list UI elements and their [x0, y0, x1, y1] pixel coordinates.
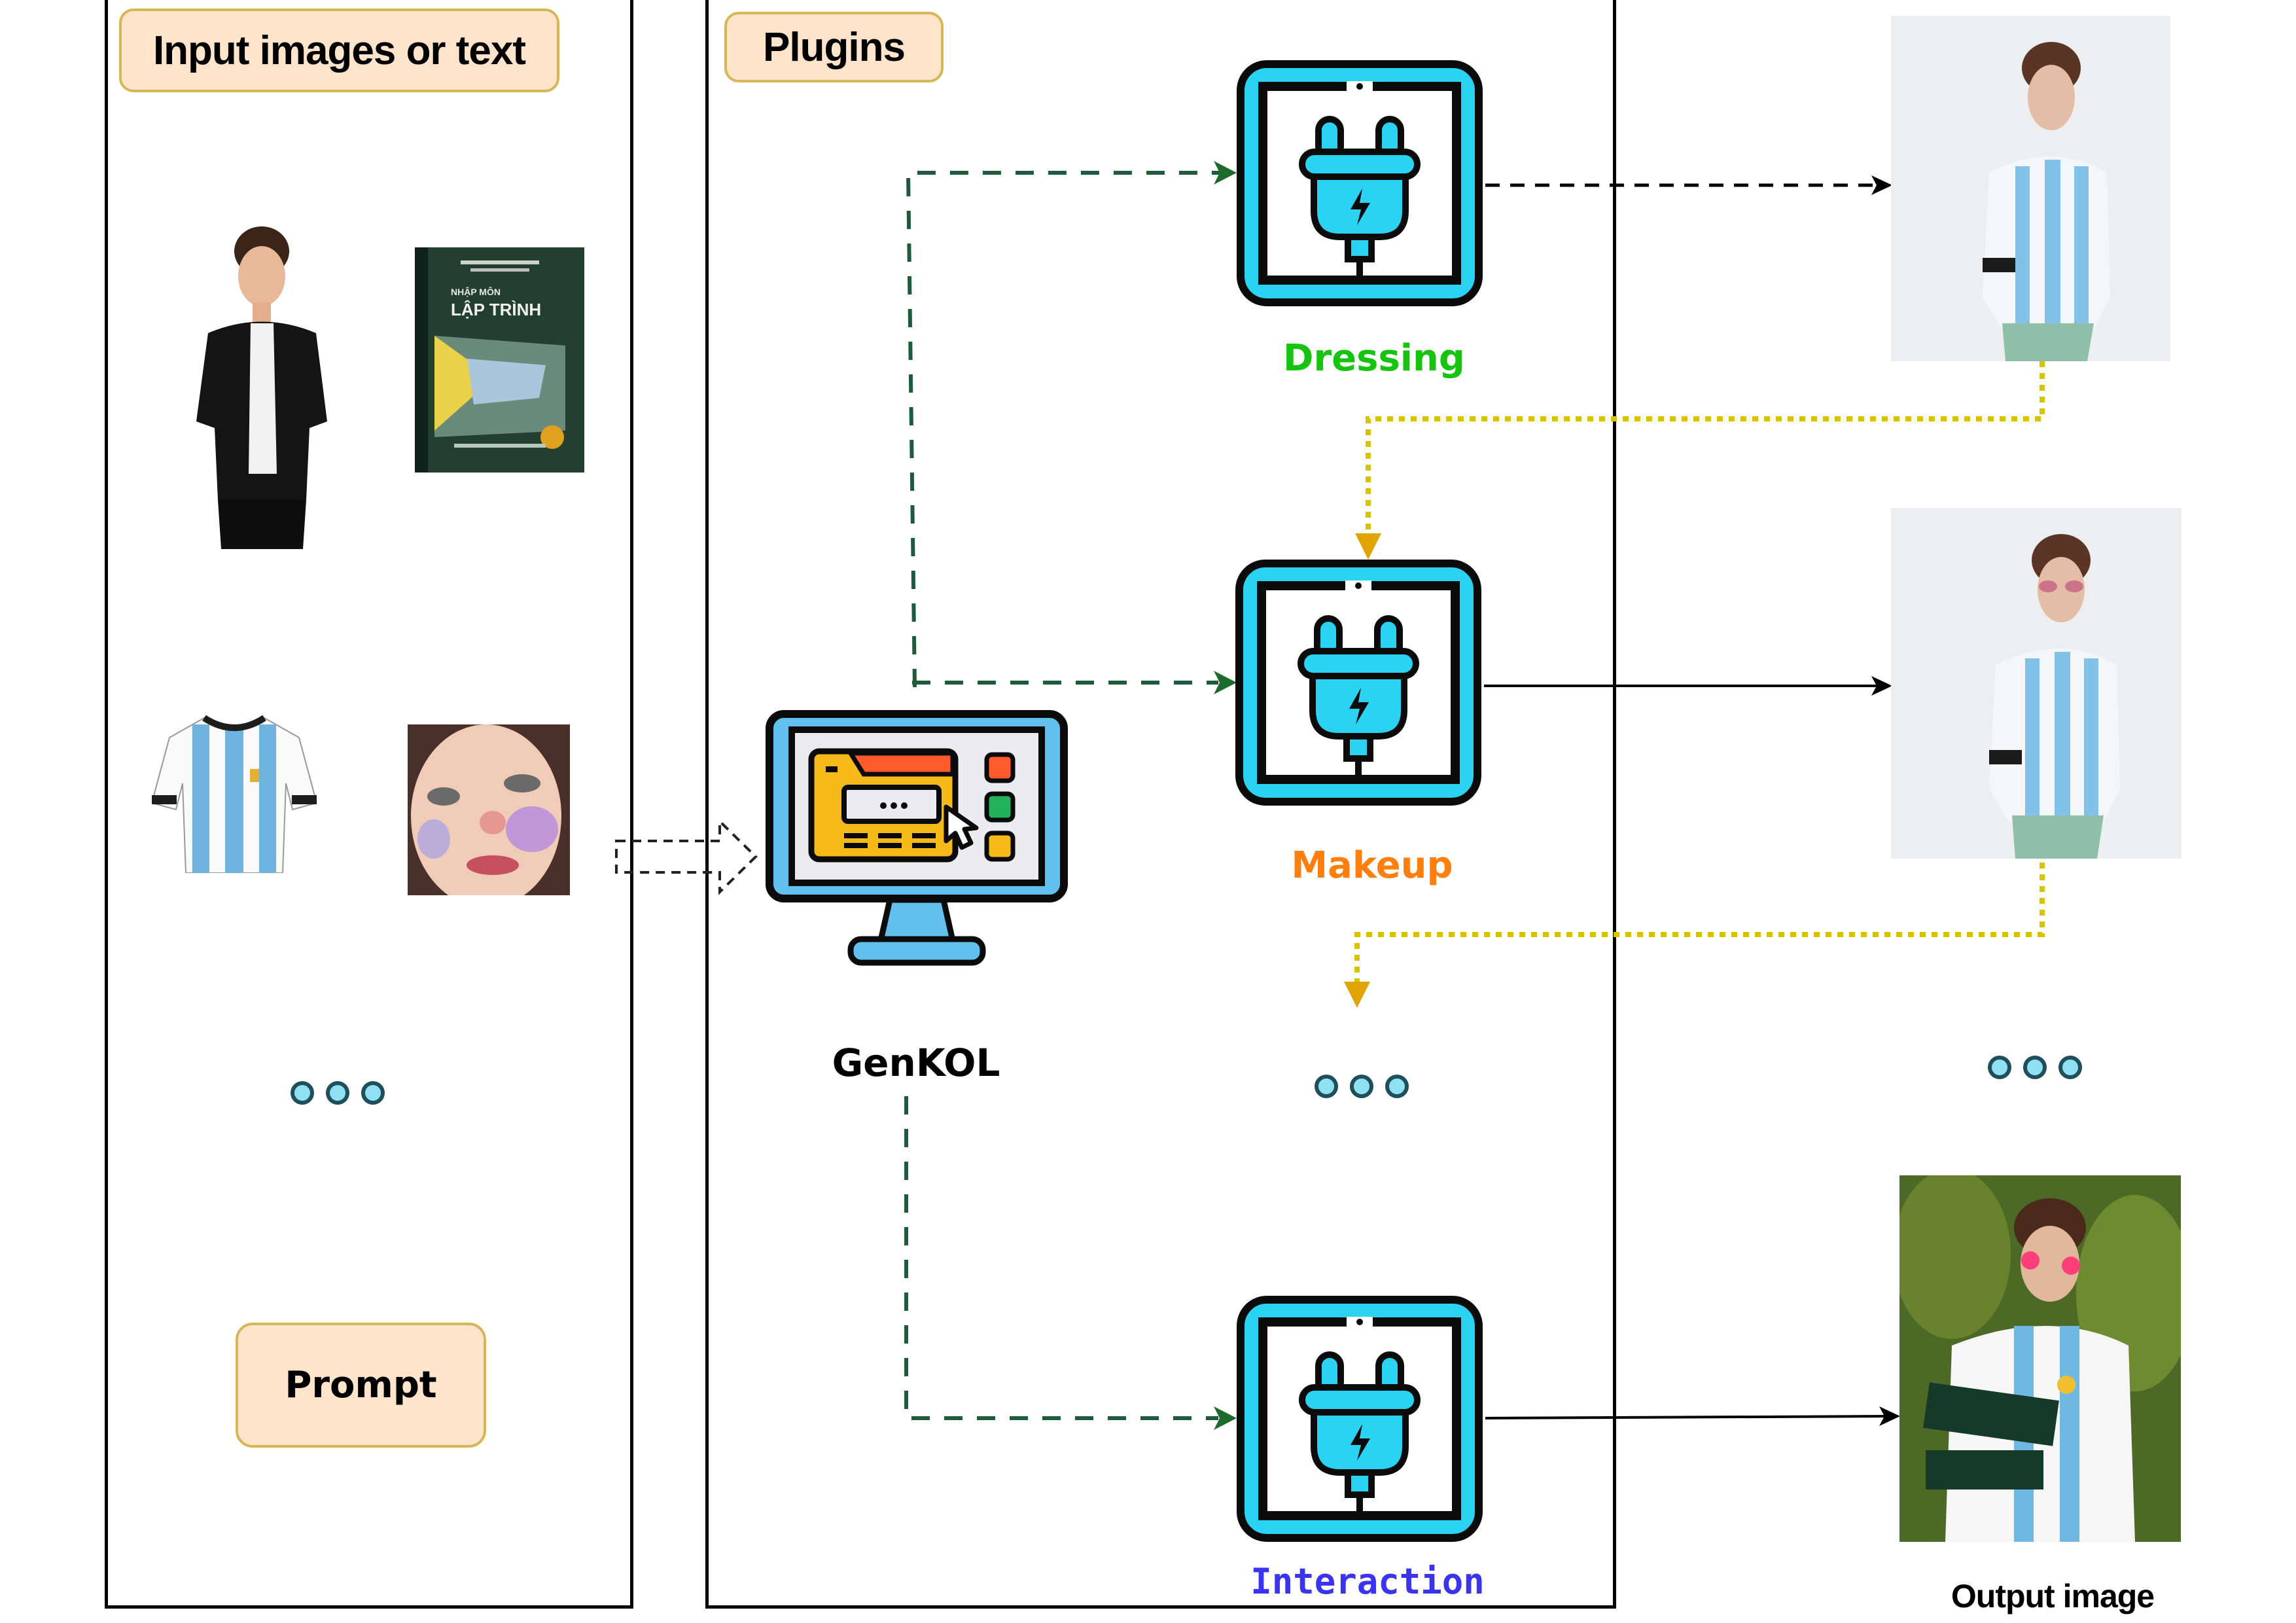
arrowhead	[1214, 161, 1237, 185]
arrowhead	[1871, 175, 1892, 195]
more-inputs-indicator	[291, 1081, 385, 1105]
arrowhead	[1344, 982, 1370, 1008]
ellipsis-dot	[1988, 1056, 2011, 1079]
input-to-genkol-arrow	[615, 818, 758, 895]
plugin-label-dressing: Dressing	[1283, 337, 1465, 380]
ellipsis-dot	[1385, 1075, 1409, 1098]
ellipsis-dot	[291, 1081, 314, 1105]
arrowhead	[1879, 1406, 1900, 1426]
genkol-to-dressing-arrow	[906, 169, 1235, 688]
computer-monitor-icon	[766, 710, 1068, 966]
arrowhead	[1214, 671, 1237, 694]
dressing-result-photo	[1891, 16, 2170, 361]
dressing-result-to-makeup-arrow	[1366, 361, 2045, 540]
makeup-result-to-next-arrow	[1354, 863, 2045, 985]
ellipsis-dot	[2023, 1056, 2047, 1079]
ellipsis-dot	[361, 1081, 385, 1105]
arrowhead	[1355, 533, 1381, 560]
makeup-face-photo	[408, 724, 570, 895]
jersey-photo	[152, 711, 317, 873]
plugin-label-interaction: Interaction	[1250, 1561, 1485, 1602]
book-title-small: NHẬP MÔN	[451, 287, 501, 297]
plug-icon	[1235, 560, 1481, 806]
arrowhead	[1214, 1406, 1237, 1430]
genkol-monitor[interactable]	[766, 710, 1068, 990]
plugin-interaction[interactable]	[1237, 1296, 1483, 1542]
plug-icon	[1237, 1296, 1483, 1542]
arrowhead	[1871, 676, 1892, 696]
interaction-to-output-arrow	[1485, 1415, 1888, 1419]
plugin-dressing[interactable]	[1237, 60, 1483, 306]
ellipsis-dot	[2058, 1056, 2082, 1079]
genkol-to-interaction-arrow	[904, 1096, 1218, 1420]
ellipsis-dot	[326, 1081, 349, 1105]
more-results-indicator	[1988, 1056, 2082, 1079]
input-panel-title: Input images or text	[119, 9, 559, 92]
book-cover: NHẬP MÔN LẬP TRÌNH	[415, 247, 584, 473]
plugin-label-makeup: Makeup	[1291, 844, 1453, 887]
plugins-panel-title: Plugins	[724, 12, 944, 82]
more-plugins-indicator	[1315, 1075, 1409, 1098]
person-photo	[188, 225, 336, 549]
plugins-panel	[705, 0, 1616, 1609]
book-title-large: LẬP TRÌNH	[451, 300, 542, 319]
output-image	[1899, 1175, 2181, 1542]
genkol-label: GenKOL	[832, 1041, 1000, 1085]
makeup-result-photo	[1891, 508, 2181, 859]
ellipsis-dot	[1350, 1075, 1373, 1098]
plugin-makeup[interactable]	[1235, 560, 1481, 806]
prompt-box[interactable]: Prompt	[236, 1323, 486, 1448]
ellipsis-dot	[1315, 1075, 1338, 1098]
plug-icon	[1237, 60, 1483, 306]
output-image-label: Output image	[1951, 1578, 2155, 1614]
